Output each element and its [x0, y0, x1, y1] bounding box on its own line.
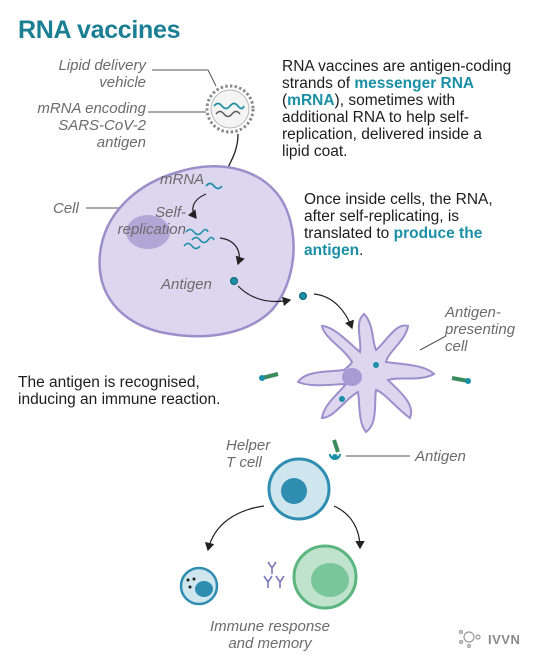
label-lipid-vehicle: Lipid delivery vehicle: [20, 57, 146, 91]
memory-cell-nucleus: [311, 563, 349, 597]
label-apc-line1: Antigen-: [445, 304, 501, 321]
inside-paragraph: Once inside cells, the RNA, after self-r…: [304, 191, 520, 259]
apc-nucleus: [342, 368, 362, 386]
label-antigen-presenting-cell: Antigen- presenting cell: [445, 304, 535, 355]
label-lipid-line2: vehicle: [99, 74, 146, 91]
label-immune-response: Immune response and memory: [190, 618, 350, 652]
replicated-rna-strands: [183, 228, 215, 250]
tcell-to-memory-cell-arrow: [333, 505, 365, 550]
helper-t-cell-nucleus: [281, 478, 307, 504]
label-immune-line2: and memory: [228, 635, 312, 652]
page-title: RNA vaccines: [18, 16, 181, 44]
intro-highlight-mrna: mRNA: [287, 92, 335, 109]
intro-paragraph: RNA vaccines are antigen-coding strands …: [282, 58, 512, 160]
inside-text-2: .: [359, 242, 364, 259]
intro-text-1: RNA vaccines are antigen-coding strands …: [282, 58, 512, 92]
label-helper-t-cell: Helper T cell: [226, 437, 296, 471]
label-apc-line2: presenting: [445, 321, 516, 338]
antigen-presenting-cell: [296, 312, 436, 434]
label-self-replication: Self- replication: [104, 204, 186, 238]
label-immune-line1: Immune response: [209, 618, 331, 635]
label-mrna-line3: antigen: [96, 134, 146, 151]
inside-text-1: Once inside cells, the RNA, after self-r…: [304, 191, 493, 242]
mrna-to-replication-arrow: [187, 193, 207, 219]
antigen-to-apc-arrow: [313, 293, 354, 330]
apc-antigen-dot-1: [373, 362, 379, 368]
label-mrna: mRNA: [160, 171, 205, 188]
recognised-paragraph: The antigen is recognised, inducing an i…: [18, 374, 221, 408]
presented-antigen-right: [451, 376, 471, 384]
label-cell: Cell: [53, 200, 79, 217]
label-mrna-line1: mRNA encoding: [37, 100, 146, 117]
intro-highlight-messenger-rna: messenger RNA: [354, 75, 475, 92]
label-antigen-in-cell: Antigen: [161, 276, 212, 293]
replication-to-antigen-arrow: [219, 237, 245, 266]
antigen-dot-in-cell: [230, 277, 238, 285]
ivvn-logo-icon: [459, 629, 481, 648]
label-helper-line1: Helper: [226, 437, 271, 454]
granule-1: [186, 578, 190, 582]
apc-leader-line: [419, 335, 447, 351]
cell-body: [98, 165, 295, 338]
label-apc-line3: cell: [445, 338, 468, 355]
label-mrna-line2: SARS-CoV-2: [58, 117, 146, 134]
label-lipid-line1: Lipid delivery: [58, 57, 146, 74]
intro-text-2: (: [282, 92, 288, 109]
mrna-strand: [205, 182, 223, 190]
label-mrna-encoding: mRNA encoding SARS-CoV-2 antigen: [20, 100, 146, 151]
label-self-line2: replication: [117, 221, 186, 238]
cell-nucleus: [126, 215, 170, 249]
label-helper-line2: T cell: [226, 454, 262, 471]
antigen-exit-arrow: [237, 285, 292, 307]
label-antigen-tcell: Antigen: [415, 448, 466, 465]
label-self-line1: Self-: [155, 204, 186, 221]
antibodies: [263, 561, 285, 588]
granule-3: [192, 577, 196, 581]
granule-2: [188, 585, 192, 589]
ivvn-logo-text: IVVN: [488, 632, 521, 647]
presented-antigen-bottom: [329, 439, 341, 460]
immune-cell-small-nucleus: [195, 581, 213, 597]
tcell-to-small-cell-arrow: [204, 505, 265, 552]
antigen-dot-outside: [299, 292, 307, 300]
intro-text-3: ), sometimes with additional RNA to help…: [282, 92, 482, 160]
inside-highlight-produce-antigen: produce the antigen: [304, 225, 483, 259]
apc-antigen-dot-2: [339, 396, 345, 402]
lipid-leader-line: [152, 69, 217, 87]
presented-antigen-left: [259, 372, 279, 381]
lipid-vehicle-icon: [205, 84, 255, 134]
